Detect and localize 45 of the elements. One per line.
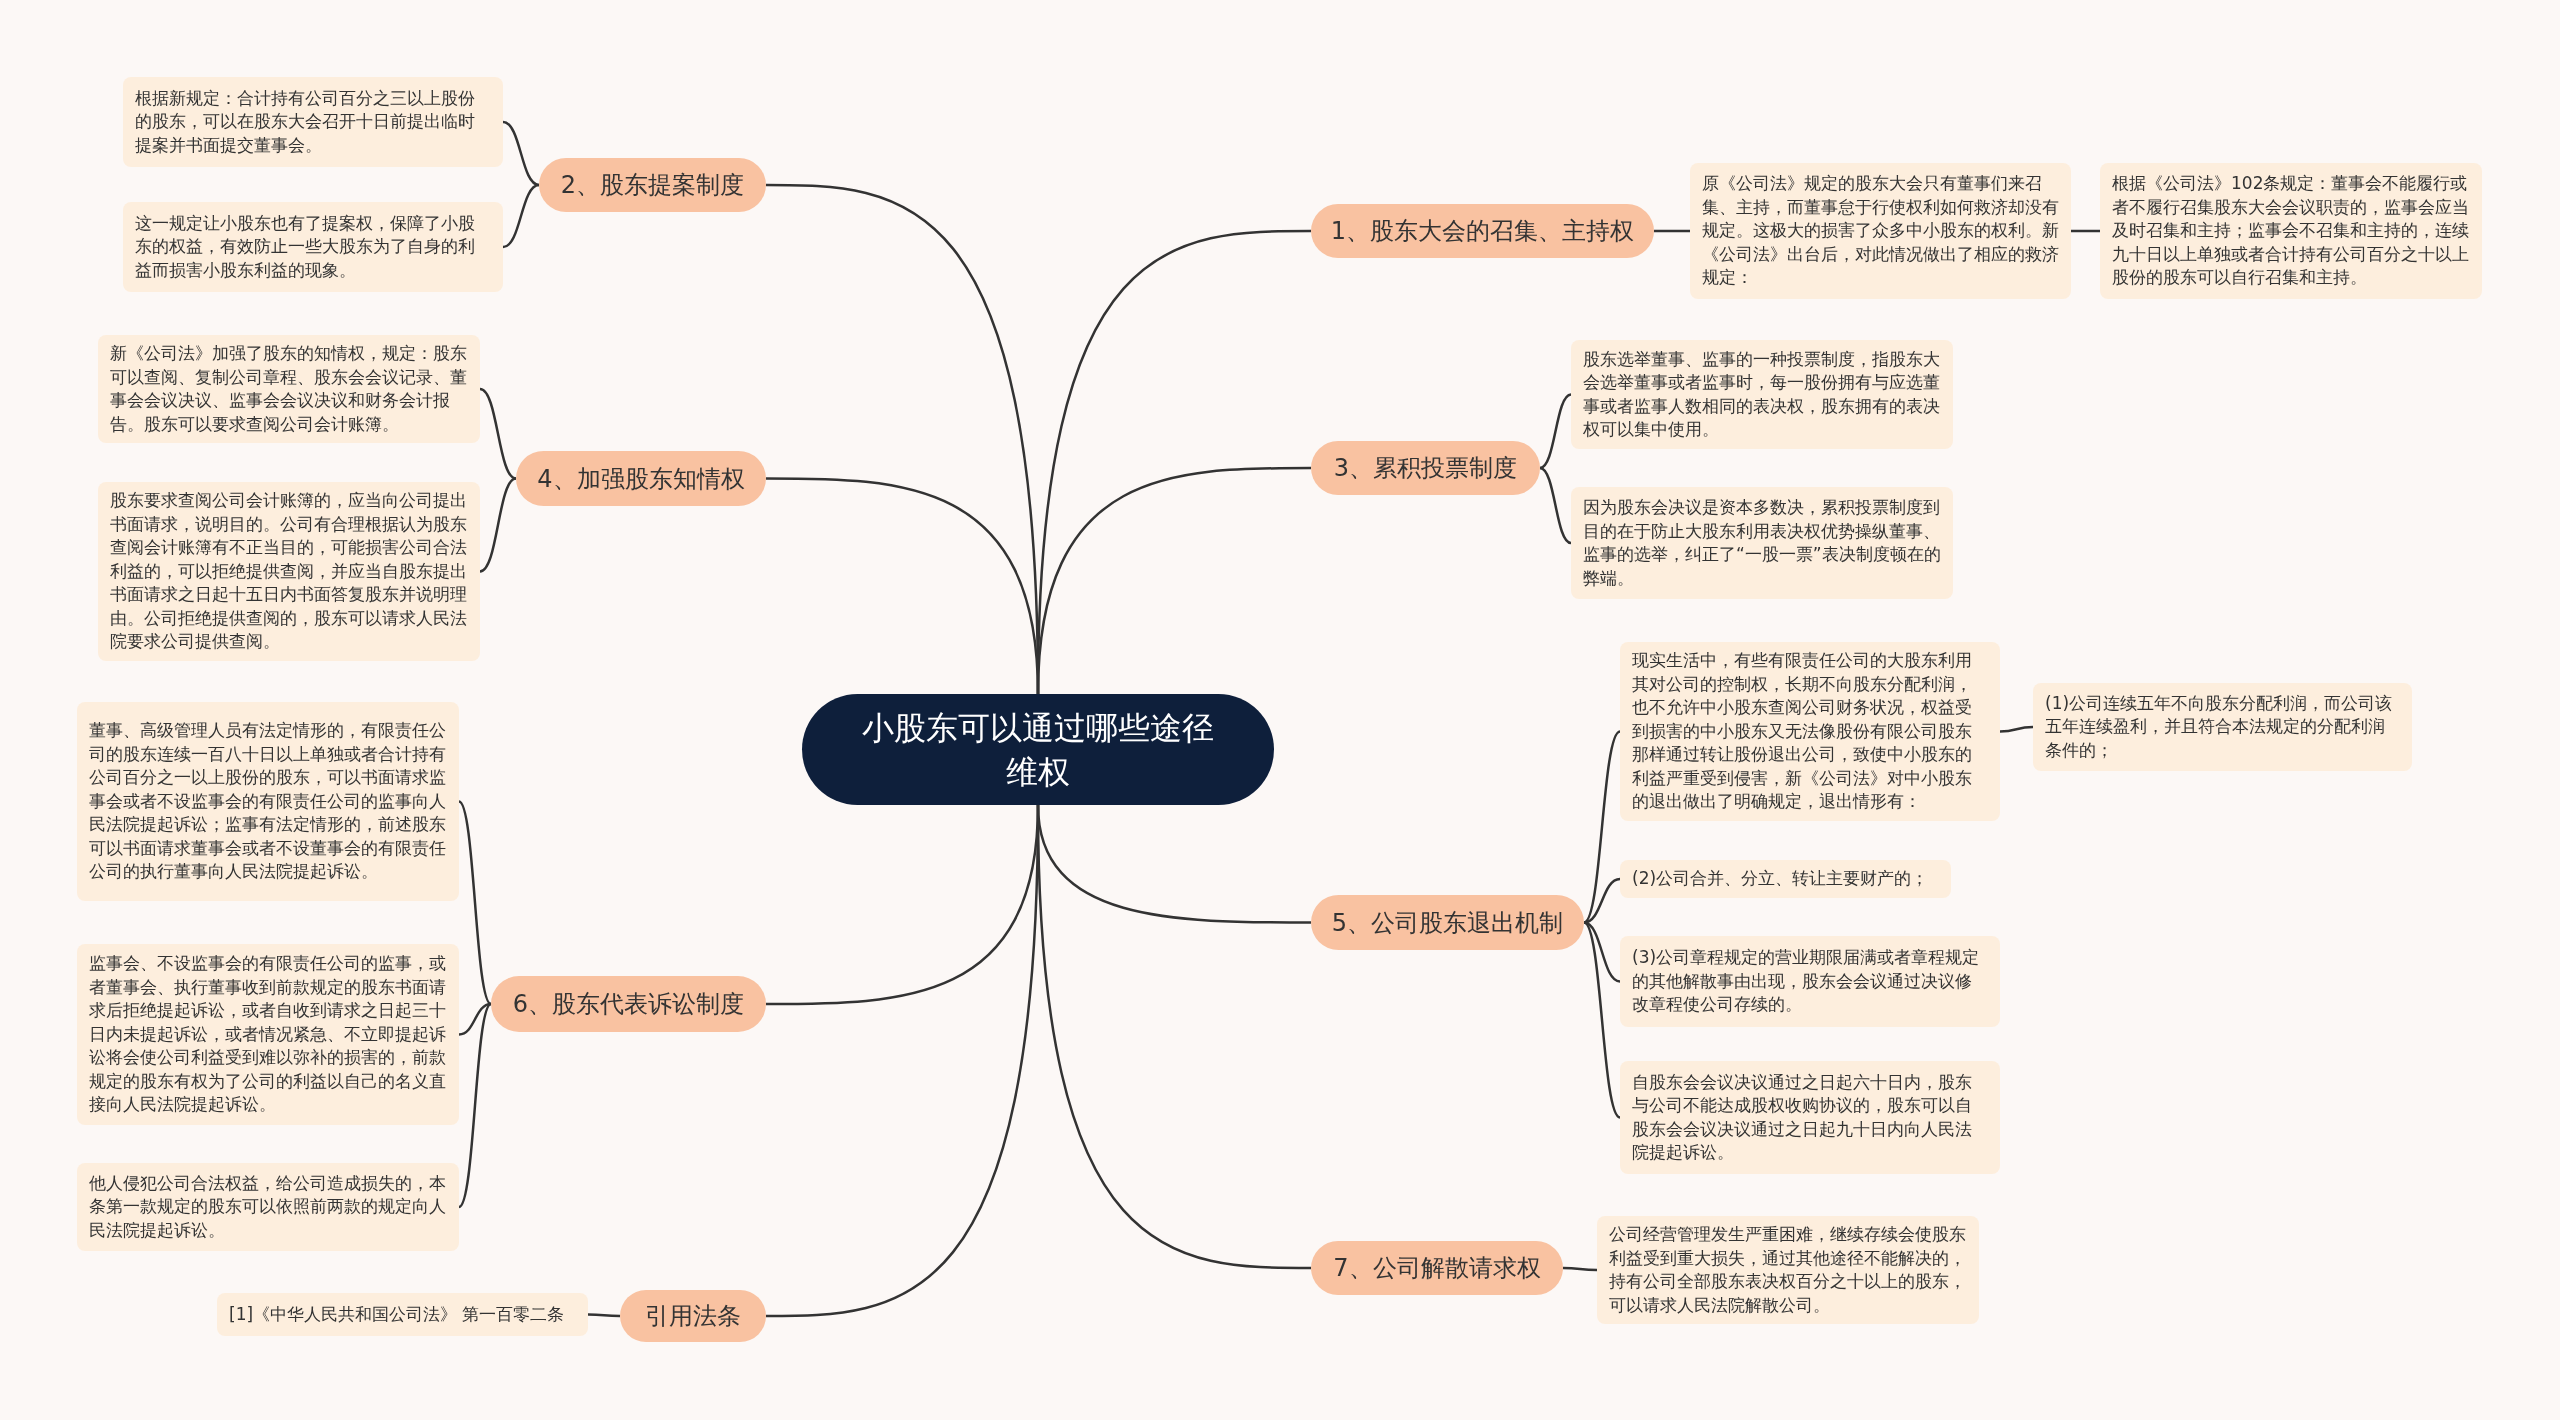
- note-box: 自股东会会议决议通过之日起六十日内，股东与公司不能达成股权收购协议的，股东可以自股东会会议决议通过之日起九十日内向人民法院提起诉讼。: [1620, 1061, 2000, 1174]
- connector: [2071, 229, 2100, 233]
- topic-pill: 6、股东代表诉讼制度: [491, 976, 766, 1032]
- connector: [502, 183, 540, 249]
- topic-pill: 2、股东提案制度: [539, 158, 766, 212]
- topic-pill: 3、累积投票制度: [1311, 441, 1540, 495]
- connector: [766, 477, 1040, 695]
- topic-pill: 4、加强股东知情权: [516, 451, 766, 506]
- note-box: 股东选举董事、监事的一种投票制度，指股东大会选举董事或者监事时，每一股份拥有与应选董事或者监事人数相同的表决权，股东拥有的表决权可以集中使用。: [1571, 340, 1953, 449]
- connector: [588, 1313, 620, 1318]
- connector: [479, 387, 517, 480]
- connector: [1999, 725, 2034, 733]
- connector: [458, 800, 492, 1005]
- topic-pill: 引用法条: [620, 1290, 766, 1342]
- topic-pill: 1、股东大会的召集、主持权: [1311, 204, 1654, 258]
- connector: [1539, 466, 1572, 545]
- connector: [502, 120, 540, 187]
- note-box: [1]《中华人民共和国公司法》 第一百零二条: [217, 1293, 588, 1336]
- note-box: 董事、高级管理人员有法定情形的，有限责任公司的股东连续一百八十日以上单独或者合计持有公司百分之一以上股份的股东，可以书面请求监事会或者不设监事会的有限责任公司的监事向人民法院提起诉讼；监事有法定情形的，前述股东可以书面请求董事会或者不设董事会的有限责任公司的执行董事向人民法院提起诉讼。: [77, 702, 459, 901]
- connector: [1583, 730, 1621, 924]
- note-box: 根据新规定：合计持有公司百分之三以上股份的股东，可以在股东大会召开十日前提出临时提案并书面提交董事会。: [123, 77, 503, 167]
- note-box: 这一规定让小股东也有了提案权，保障了小股东的权益，有效防止一些大股东为了自身的利益而损害小股东利益的现象。: [123, 202, 503, 292]
- connector: [1539, 393, 1572, 470]
- connector: [1583, 921, 1621, 1119]
- note-box: 监事会、不设监事会的有限责任公司的监事，或者董事会、执行董事收到前款规定的股东书面请求后拒绝提起诉讼，或者自收到请求之日起三十日内未提起诉讼，或者情况紧急、不立即提起诉讼将会使公司利益受到难以弥补的损害的，前款规定的股东有权为了公司的利益以自己的名义直接向人民法院提起诉讼。: [77, 944, 459, 1125]
- topic-pill: 5、公司股东退出机制: [1311, 895, 1584, 950]
- topic-pill: 7、公司解散请求权: [1311, 1241, 1563, 1295]
- note-box: 他人侵犯公司合法权益，给公司造成损失的，本条第一款规定的股东可以依照前两款的规定向人民法院提起诉讼。: [77, 1163, 459, 1251]
- note-box: (1)公司连续五年不向股东分配利润，而公司该五年连续盈利，并且符合本法规定的分配利润条件的；: [2033, 683, 2412, 771]
- connector: [766, 804, 1040, 1318]
- note-box: 公司经营管理发生严重困难，继续存续会使股东利益受到重大损失，通过其他途径不能解决的，持有公司全部股东表决权百分之十以上的股东，可以请求人民法院解散公司。: [1597, 1216, 1979, 1324]
- connector: [1563, 1266, 1597, 1272]
- note-box: 现实生活中，有些有限责任公司的大股东利用其对公司的控制权，长期不向股东分配利润，也不允许中小股东查阅公司财务状况，权益受到损害的中小股东又无法像股份有限公司股东那样通过转让股份退出公司，致使中小股东的利益严重受到侵害，新《公司法》对中小股东的退出做出了明确规定，退出情形有：: [1620, 642, 2000, 821]
- central-topic: 小股东可以通过哪些途径维权: [802, 694, 1274, 805]
- note-box: 因为股东会决议是资本多数决，累积投票制度到目的在于防止大股东利用表决权优势操纵董事、监事的选举，纠正了“一股一票”表决制度顿在的弊端。: [1571, 487, 1953, 599]
- note-box: 根据《公司法》102条规定：董事会不能履行或者不履行召集股东大会会议职责的，监事会应当及时召集和主持；监事会不召集和主持的，连续九十日以上单独或者合计持有公司百分之十以上股份的股东可以自行召集和主持。: [2100, 163, 2482, 299]
- note-box: (3)公司章程规定的营业期限届满或者章程规定的其他解散事由出现，股东会会议通过决议修改章程使公司存续的。: [1620, 936, 2000, 1027]
- note-box: (2)公司合并、分立、转让主要财产的；: [1620, 860, 1951, 898]
- connector: [479, 477, 517, 573]
- note-box: 原《公司法》规定的股东大会只有董事们来召集、主持，而董事怠于行使权利如何救济却没有规定。这极大的损害了众多中小股东的权利。新《公司法》出台后，对此情况做出了相应的救济规定：: [1690, 163, 2071, 299]
- connector: [1654, 229, 1690, 233]
- note-box: 股东要求查阅公司会计账簿的，应当向公司提出书面请求，说明目的。公司有合理根据认为股东查阅会计账簿有不正当目的，可能损害公司合法利益的，可以拒绝提供查阅，并应当自股东提出书面请求之日起十五日内书面答复股东并说明理由。公司拒绝提供查阅的，股东可以请求人民法院要求公司提供查阅。: [98, 482, 480, 661]
- note-box: 新《公司法》加强了股东的知情权，规定：股东可以查阅、复制公司章程、股东会会议记录、董事会会议决议、监事会会议决议和财务会计报告。股东可以要求查阅公司会计账簿。: [98, 335, 480, 443]
- connector: [458, 1003, 492, 1208]
- connector: [458, 1002, 492, 1036]
